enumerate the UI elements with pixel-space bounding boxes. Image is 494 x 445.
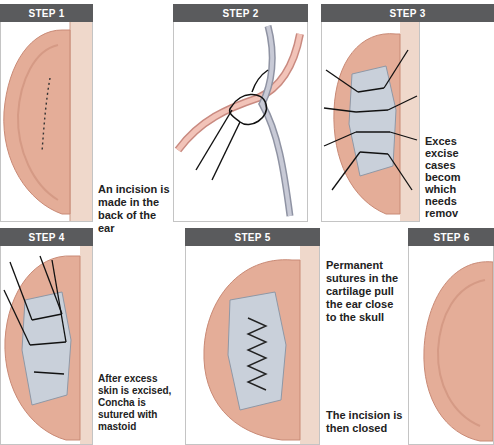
suture: [30, 342, 66, 345]
step-panel: STEP 2: [173, 4, 308, 222]
step-panel: STEP 5Permanent sutures in the cartilage…: [185, 228, 320, 445]
step-header-band: STEP 6: [408, 228, 494, 246]
head-skin: [400, 22, 419, 221]
suture-thread: [332, 152, 360, 190]
suture: [32, 314, 62, 320]
step-panel: STEP 6: [408, 228, 494, 445]
step1-figure: [4, 22, 93, 221]
suture: [356, 110, 388, 112]
skin-layer: [178, 34, 300, 150]
exposed-concha: [22, 292, 71, 405]
exposed-cartilage: [228, 292, 286, 410]
cartilage-layer-inner: [262, 26, 290, 216]
ear-back: [334, 34, 400, 214]
step-panel: STEP 4After excess skin is excised, Conc…: [0, 228, 93, 445]
suture: [34, 372, 64, 374]
step-heading: STEP 3: [389, 8, 425, 19]
step5-figure: [204, 246, 319, 444]
head-skin: [300, 246, 319, 444]
step-description: After excess skin is excised, Concha is …: [98, 373, 176, 433]
ear-result: [424, 262, 493, 441]
suture: [356, 131, 390, 132]
step-header-band: STEP 3: [321, 4, 494, 22]
step-header-band: STEP 2: [173, 4, 308, 22]
step-header-band: STEP 1: [0, 4, 93, 22]
suture-thread: [326, 70, 358, 92]
step-description: An incision is made in the back of the e…: [98, 183, 174, 235]
sutures: [324, 50, 417, 190]
step-description: Permanent sutures in the cartilage pull …: [326, 259, 406, 324]
ear-back: [4, 30, 70, 214]
step4-figure: [4, 246, 92, 444]
skin-layer-inner: [178, 34, 300, 150]
step-heading: STEP 4: [28, 232, 64, 243]
incision-line: [42, 78, 50, 152]
cartilage-layer: [262, 26, 290, 216]
step-description: The incision is then closed: [326, 409, 406, 435]
suture-thread: [52, 260, 66, 342]
suture-thread: [10, 262, 32, 320]
suture-thread: [40, 256, 62, 314]
step-heading: STEP 6: [433, 232, 469, 243]
head-skin: [70, 22, 93, 221]
suture-thread: [324, 108, 356, 112]
suture-thread: [388, 96, 417, 110]
ear-back: [204, 260, 300, 440]
suture-thread: [4, 290, 30, 345]
suture-thread: [384, 50, 408, 88]
ear-back: [5, 256, 80, 440]
closed-sutures: [248, 318, 266, 390]
suture-loop: [230, 94, 267, 124]
suture-thread: [388, 154, 412, 190]
step-description: Exces excise cases becom which needs rem…: [425, 135, 460, 219]
ear-fold: [438, 280, 485, 426]
ear-fold: [18, 45, 58, 200]
step-heading: STEP 2: [222, 8, 258, 19]
suture-thread: [196, 110, 232, 170]
head-skin: [80, 246, 92, 444]
step-heading: STEP 5: [234, 232, 270, 243]
suture-thread: [252, 70, 268, 92]
suture: [358, 88, 384, 92]
step3-figure: [324, 22, 419, 221]
step-heading: STEP 1: [28, 8, 64, 19]
exposed-cartilage: [349, 66, 396, 176]
suture: [360, 152, 388, 154]
step-panel: STEP 1An incision is made in the back of…: [0, 4, 93, 222]
step-header-band: STEP 4: [0, 228, 93, 246]
sutures: [4, 256, 66, 374]
suture-thread: [212, 122, 240, 180]
step-header-band: STEP 5: [185, 228, 320, 246]
step2-figure: [178, 26, 300, 216]
step6-figure: [424, 262, 493, 441]
step-panel: STEP 3Exces excise cases becom which nee…: [321, 4, 420, 222]
suture-thread: [390, 132, 417, 140]
suture-thread: [324, 132, 356, 146]
